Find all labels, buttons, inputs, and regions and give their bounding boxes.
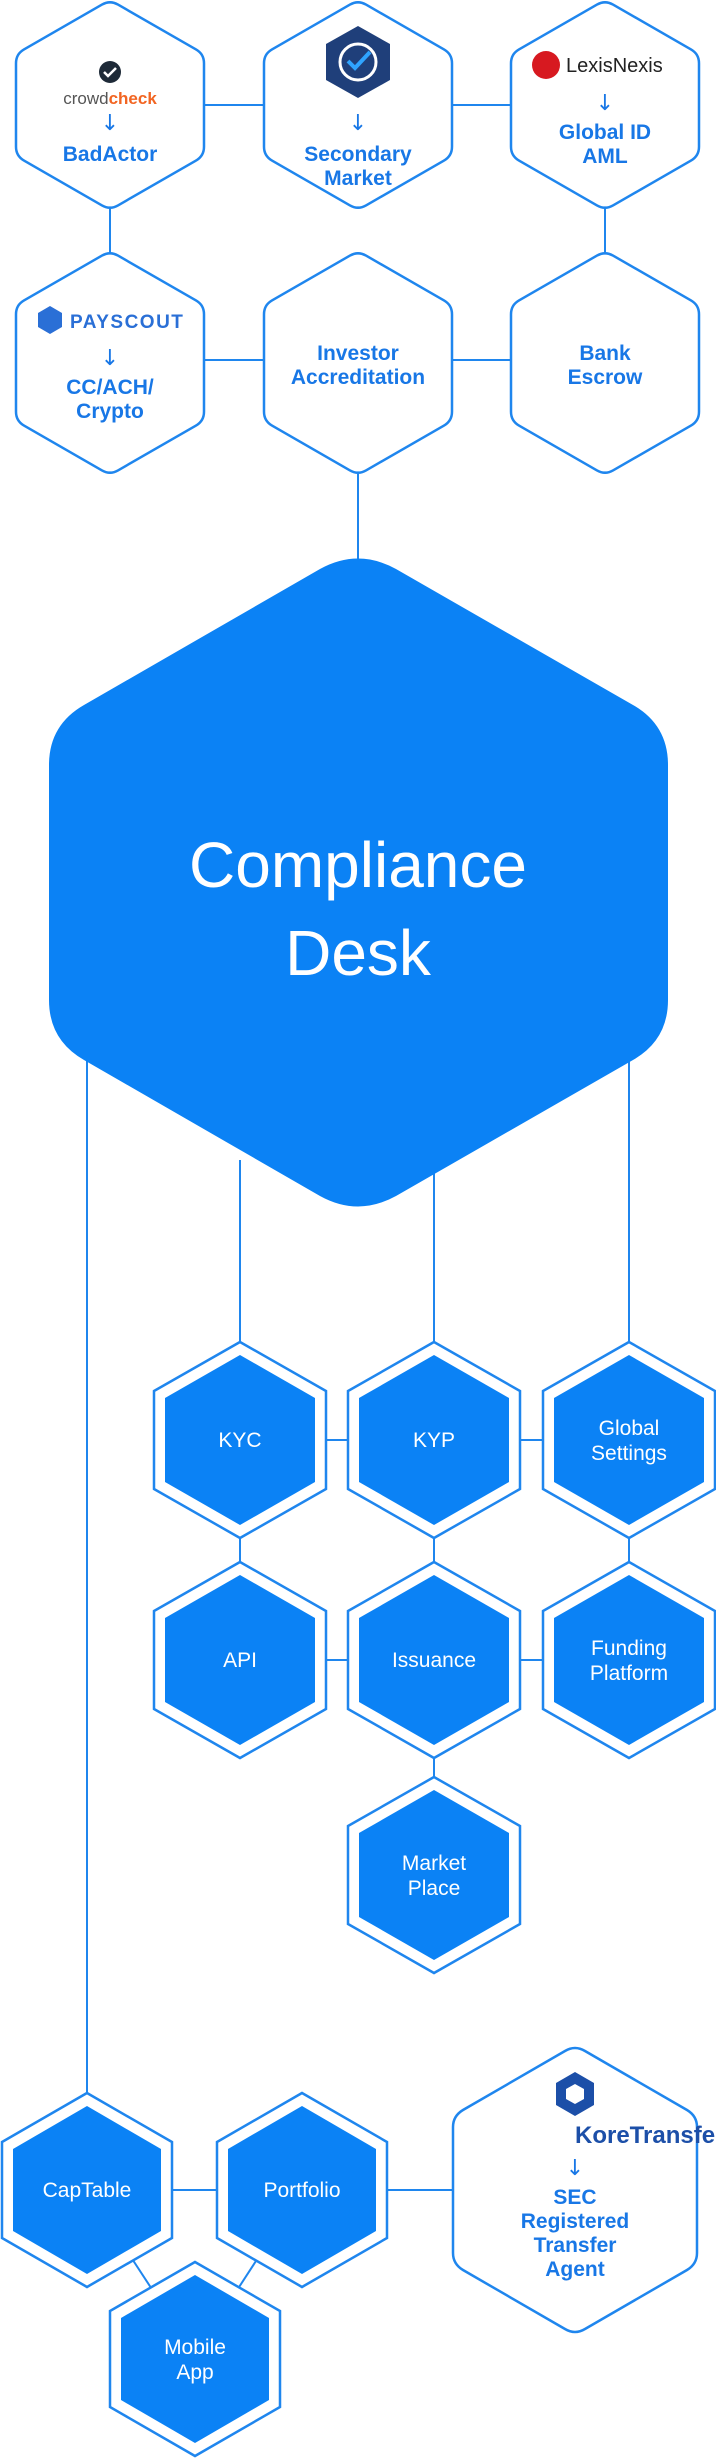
hexagon-filled (165, 1575, 315, 1745)
hexagon-filled (359, 1790, 509, 1960)
hexagon-outline (451, 2046, 699, 2334)
hexagon-outline (509, 252, 701, 474)
compliance-desk-hub: Compliance Desk (49, 558, 668, 1207)
hexagon-outline (509, 1, 701, 209)
partner-line1: Secondary (304, 143, 412, 166)
app-portfolio: Portfolio (215, 2091, 389, 2289)
partner-line1: CC/ACH/ (66, 376, 154, 399)
check-icon (103, 67, 117, 78)
partner-line3: Transfer (534, 2234, 617, 2257)
module-label-line1: Market (402, 1852, 466, 1875)
module-market-place: Market Place (346, 1775, 522, 1975)
partner-line1: SEC (553, 2186, 596, 2209)
hub-title-line1: Compliance (189, 829, 527, 901)
arrow-down-icon: ↓ (101, 346, 119, 371)
arrow-down-icon: ↓ (101, 111, 119, 136)
partner-secondary-market: ↓ Secondary Market (262, 1, 454, 209)
payscout-logo-icon (38, 306, 62, 334)
module-kyp: KYP (346, 1340, 522, 1540)
check-icon (346, 50, 372, 71)
app-label-line1: Mobile (164, 2336, 226, 2359)
partner-service-label: BadActor (63, 143, 158, 166)
hexagon-filled (49, 558, 668, 1207)
app-label: CapTable (43, 2179, 132, 2202)
partner-line2: Escrow (568, 366, 643, 389)
crowdcheck-logo-icon (99, 61, 121, 83)
app-label-line2: App (176, 2361, 213, 2384)
hexagon-outline (14, 252, 206, 474)
partner-investor-accreditation: Investor Accreditation (262, 252, 454, 474)
partner-line2: Market (324, 167, 392, 190)
app-captable: CapTable (0, 2091, 174, 2289)
hexagon-filled (228, 2106, 376, 2274)
partner-bank-escrow: Bank Escrow (509, 252, 701, 474)
arrow-down-icon: ↓ (566, 2156, 584, 2181)
module-kyc: KYC (152, 1340, 328, 1540)
module-label: KYP (413, 1429, 455, 1452)
partner-line4: Agent (545, 2258, 605, 2281)
hexagon-outline (262, 252, 454, 474)
partner-line2: Registered (521, 2210, 630, 2233)
partner-line1: Investor (317, 342, 399, 365)
module-label: API (223, 1649, 257, 1672)
module-label: Issuance (392, 1649, 476, 1672)
lexisnexis-logo-text: LexisNexis (566, 55, 663, 77)
partner-line1: Bank (579, 342, 631, 365)
module-funding-platform: Funding Platform (541, 1560, 716, 1760)
module-label: KYC (218, 1429, 261, 1452)
cube-icon (566, 2084, 584, 2104)
hexagon-filled (359, 1355, 509, 1525)
app-label: Portfolio (263, 2179, 340, 2202)
module-label-line2: Place (408, 1877, 461, 1900)
module-issuance: Issuance (346, 1560, 522, 1760)
lexisnexis-logo-icon (532, 51, 560, 79)
hexagon-outline (262, 1, 454, 209)
module-api: API (152, 1560, 328, 1760)
partner-line1: Global ID (559, 121, 651, 144)
hexagon-filled (121, 2275, 269, 2443)
koretransfer-logo-text: KoreTransfer (575, 2122, 716, 2149)
hexagon-filled (554, 1575, 704, 1745)
module-label-line1: Funding (591, 1637, 667, 1660)
module-label-line1: Global (599, 1417, 660, 1440)
module-label-line2: Settings (591, 1442, 667, 1465)
partner-line2: Accreditation (291, 366, 425, 389)
hexagon-filled (359, 1575, 509, 1745)
partner-payscout: PAYSCOUT ↓ CC/ACH/ Crypto (14, 252, 206, 474)
crowdcheck-logo-text: crowdcheck (63, 89, 157, 108)
hexagon-filled (13, 2106, 161, 2274)
arrow-down-icon: ↓ (349, 111, 367, 136)
partner-lexisnexis: LexisNexis ↓ Global ID AML (509, 1, 701, 209)
hexagon-filled (165, 1355, 315, 1525)
hexagon-filled (554, 1355, 704, 1525)
hexagon-outline (14, 1, 206, 209)
clock-icon (338, 42, 378, 82)
payscout-logo-text: PAYSCOUT (70, 312, 184, 333)
arrow-down-icon: ↓ (596, 91, 614, 116)
partner-koretransfer: KoreTransfer ↓ SEC Registered Transfer A… (451, 2046, 716, 2334)
module-global-settings: Global Settings (541, 1340, 716, 1540)
app-mobile: Mobile App (108, 2260, 282, 2458)
partner-line2: AML (582, 145, 628, 168)
partner-line2: Crypto (76, 400, 144, 423)
module-label-line2: Platform (590, 1662, 668, 1685)
partner-crowdcheck: crowdcheck ↓ BadActor (14, 1, 206, 209)
hub-title-line2: Desk (285, 917, 432, 989)
